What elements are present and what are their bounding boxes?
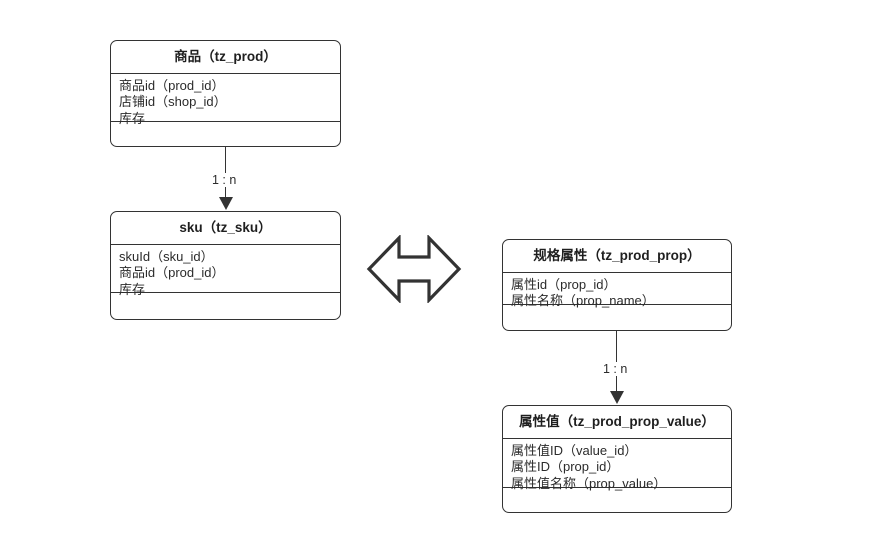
entity-attributes-tz-prod: 商品id（prod_id） 店铺id（shop_id） 库存: [111, 74, 340, 126]
attribute-row: 库存: [119, 110, 146, 126]
entity-title-tz-prod: 商品（tz_prod）: [111, 41, 340, 74]
entity-attributes-tz-prod-prop: 属性id（prop_id） 属性名称（prop_name）: [503, 273, 731, 308]
entity-title-tz-prod-prop: 规格属性（tz_prod_prop）: [503, 240, 731, 273]
attribute-row: 商品id（prod_id）: [119, 77, 225, 93]
entity-tz-prod-prop-value[interactable]: 属性值（tz_prod_prop_value） 属性值ID（value_id） …: [502, 405, 732, 513]
attribute-row: 属性值ID（value_id）: [511, 442, 638, 458]
entity-title-tz-prod-prop-value: 属性值（tz_prod_prop_value）: [503, 406, 731, 439]
relation-label-prod-sku: 1 : n: [210, 173, 239, 187]
entity-tz-prod[interactable]: 商品（tz_prod） 商品id（prod_id） 店铺id（shop_id） …: [110, 40, 341, 147]
double-headed-arrow-icon: [366, 234, 462, 304]
relation-label-prop-value: 1 : n: [601, 362, 630, 376]
attribute-row: 属性ID（prop_id）: [511, 459, 620, 474]
entity-attributes-tz-sku: skuId（sku_id） 商品id（prod_id） 库存: [111, 245, 340, 297]
attribute-row: 商品id（prod_id）: [119, 265, 225, 280]
attribute-row: skuId（sku_id）: [119, 248, 214, 264]
attribute-row: 属性值名称（prop_value）: [511, 475, 667, 491]
entity-methods-tz-prod: [111, 122, 340, 144]
entity-attributes-tz-prod-prop-value: 属性值ID（value_id） 属性ID（prop_id） 属性值名称（prop…: [503, 439, 731, 491]
attribute-row: 属性名称（prop_name）: [511, 293, 655, 308]
relation-arrowhead-icon: [610, 391, 624, 404]
entity-methods-tz-sku: [111, 293, 340, 317]
entity-title-tz-sku: sku（tz_sku）: [111, 212, 340, 245]
entity-tz-prod-prop[interactable]: 规格属性（tz_prod_prop） 属性id（prop_id） 属性名称（pr…: [502, 239, 732, 331]
attribute-row: 属性id（prop_id）: [511, 276, 617, 292]
attribute-row: 店铺id（shop_id）: [119, 94, 227, 109]
relation-arrowhead-icon: [219, 197, 233, 210]
attribute-row: 库存: [119, 281, 146, 297]
entity-tz-sku[interactable]: sku（tz_sku） skuId（sku_id） 商品id（prod_id） …: [110, 211, 341, 320]
